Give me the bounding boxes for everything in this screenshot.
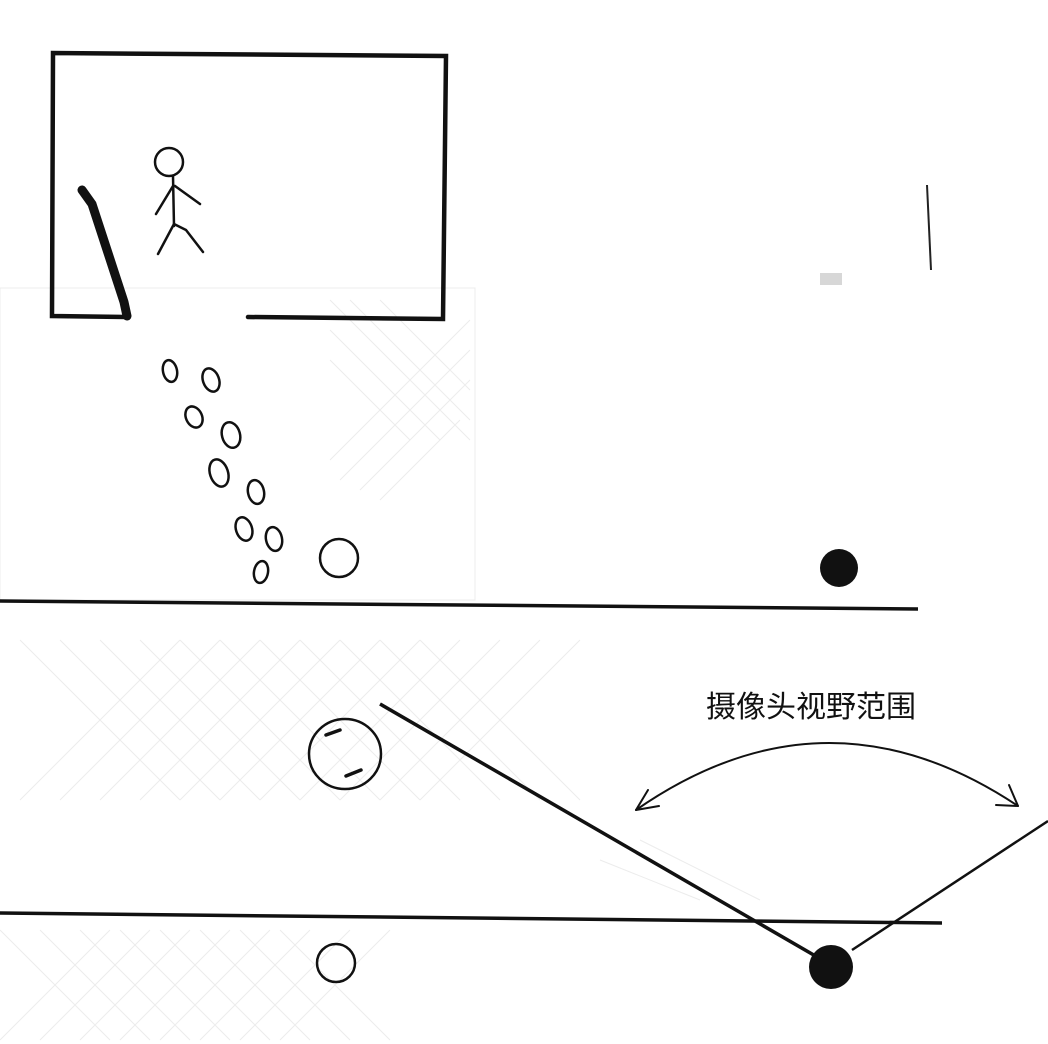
- person-legs: [156, 222, 205, 256]
- stray-mark: [926, 184, 932, 271]
- open-circle-marker: [315, 942, 357, 984]
- divider-line: [0, 599, 919, 611]
- footprint-icon: [252, 559, 270, 585]
- footprints: [161, 358, 284, 585]
- robot-marks: [324, 728, 363, 778]
- open-circle-marker: [318, 537, 360, 579]
- person-arms: [154, 184, 202, 216]
- robot-body: [307, 717, 383, 791]
- texture-hatch-top: [329, 299, 471, 501]
- footprint-icon: [208, 458, 230, 488]
- footprint-icon: [201, 367, 221, 393]
- divider-line: [0, 911, 943, 925]
- footprint-icon: [234, 516, 254, 542]
- footprint-icon: [161, 358, 179, 384]
- arc-arrowhead-right: [995, 784, 1019, 807]
- camera-dot: [820, 549, 858, 587]
- open-door: [77, 185, 132, 321]
- background-texture: [0, 287, 761, 1041]
- room-outline: [49, 50, 449, 322]
- texture-hatch-bottom-a: [0, 929, 391, 1041]
- fov-right-line: [851, 819, 1048, 952]
- person-body: [171, 174, 176, 228]
- texture-hatch-bottom-b: [0, 929, 391, 1041]
- footprint-icon: [220, 420, 242, 450]
- robot-icon: [307, 717, 383, 791]
- stray-smudge: [820, 273, 842, 285]
- footprint-icon: [246, 478, 266, 506]
- fov-arc-arrow: [635, 742, 1019, 811]
- texture-streaks: [599, 839, 761, 901]
- footprint-icon: [184, 405, 204, 429]
- fov-left-line: [379, 702, 832, 967]
- footprint-icon: [264, 525, 284, 553]
- person-head: [153, 146, 185, 178]
- arc-arrowhead-left: [635, 789, 660, 811]
- room: [49, 50, 449, 322]
- fov-arc: [635, 742, 1019, 811]
- person-icon: [153, 146, 205, 256]
- texture-hatch-mid-b: [19, 639, 581, 801]
- camera-dot: [809, 945, 853, 989]
- texture-panel-top: [0, 287, 476, 601]
- camera-fov-label: 摄像头视野范围: [706, 690, 916, 725]
